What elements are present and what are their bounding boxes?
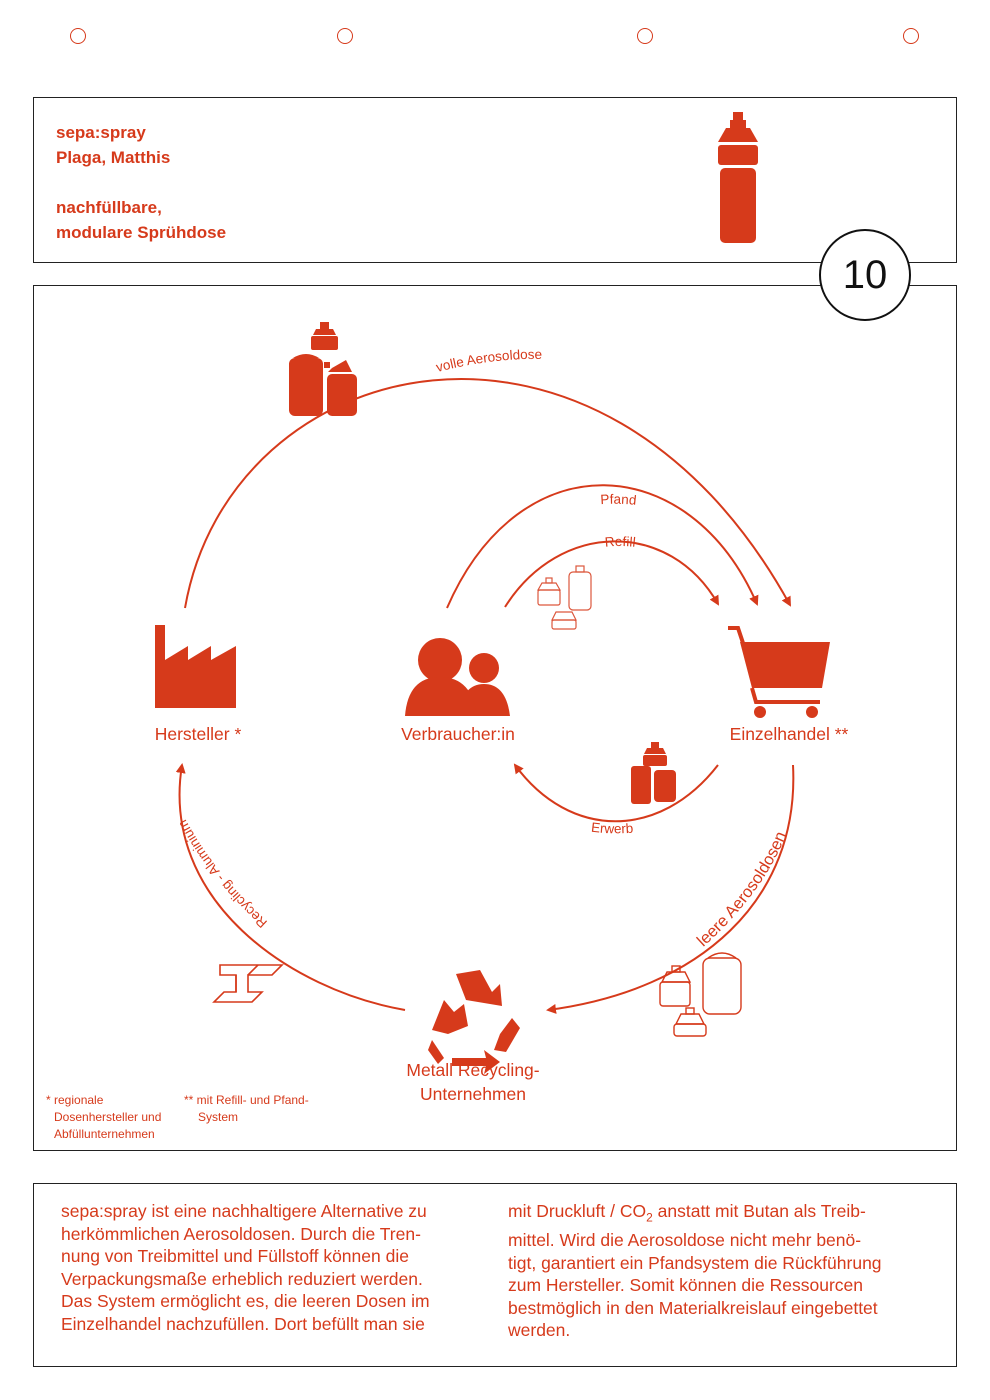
flow-arcs (175, 378, 795, 1014)
author-name: Plaga, Matthis (56, 148, 171, 167)
footnote-1-line-1: * regionale (46, 1093, 104, 1107)
footnote-1-line-2: Dosenhersteller und (54, 1110, 162, 1124)
project-title: sepa:spray (56, 123, 146, 142)
label-recycling-aluminium: Recycling - Aluminium (175, 817, 270, 930)
text-line: tigt, garantiert ein Pfandsystem die Rüc… (508, 1252, 882, 1273)
arc-purchase (513, 763, 719, 823)
label-full-cans: volle Aerosoldose (434, 347, 542, 375)
footnote-1-line-3: Abfüllunternehmen (54, 1127, 155, 1141)
text-line: werden. (508, 1320, 571, 1340)
label-purchase: Erwerb (590, 820, 633, 837)
project-number-badge: 10 (819, 229, 911, 321)
description-right-column: mit Druckluft / CO2 anstatt mit Butan al… (508, 1200, 948, 1342)
text-line: nung von Treibmittel und Füllstoff könne… (61, 1246, 409, 1266)
text-line: herkömmlichen Aerosoldosen. Durch die Tr… (61, 1223, 421, 1244)
text-line: sepa:spray ist eine nachhaltigere Altern… (61, 1201, 427, 1221)
text-fragment: mit Druckluft / CO (508, 1201, 647, 1221)
purchase-cans-icon (631, 742, 676, 804)
refill-cans-icon (536, 565, 592, 630)
binder-hole-4 (903, 28, 919, 44)
arc-full-cans (184, 378, 791, 609)
users-icon (405, 638, 510, 716)
description-panel (33, 1183, 957, 1367)
node-retail: Einzelhandel ** (730, 724, 849, 744)
text-line: mittel. Wird die Aerosoldose nicht mehr … (508, 1230, 862, 1250)
footnote-1: * regionale Dosenhersteller und Abfüllun… (46, 1092, 161, 1143)
spray-can-icon (718, 112, 758, 243)
text-line: mit Druckluft / CO2 anstatt mit Butan al… (508, 1200, 948, 1229)
node-recycling-line-2: Unternehmen (420, 1084, 526, 1104)
factory-icon (155, 625, 236, 708)
recycle-icon (428, 970, 520, 1074)
node-consumer: Verbraucher:in (401, 724, 515, 744)
arc-empty-cans (546, 764, 795, 1014)
subtitle-line-1: nachfüllbare, (56, 198, 162, 217)
text-fragment: anstatt mit Butan als Treib- (652, 1201, 866, 1221)
binder-hole-2 (337, 28, 353, 44)
node-manufacturer: Hersteller * (155, 724, 242, 744)
text-line: Das System ermöglicht es, die leeren Dos… (61, 1291, 430, 1311)
shopping-cart-icon (728, 626, 830, 718)
text-line: Verpackungsmaße erheblich reduziert werd… (61, 1268, 423, 1289)
arc-deposit (446, 484, 759, 609)
label-empty-cans: leere Aerosoldosen (694, 829, 790, 950)
text-line: zum Hersteller. Somit können die Ressour… (508, 1275, 864, 1295)
footnote-2-line-2: System (198, 1110, 239, 1124)
arc-refill (504, 540, 719, 608)
node-recycling-line-1: Metall Recycling- (406, 1060, 539, 1080)
arc-recycling-aluminium (175, 763, 406, 1011)
text-line: Einzelhandel nachzufüllen. Dort befüllt … (61, 1313, 425, 1334)
subtitle-line-2: modulare Sprühdose (56, 223, 227, 242)
binder-hole-1 (70, 28, 86, 44)
diagram-panel (33, 285, 957, 1151)
binder-hole-3 (637, 28, 653, 44)
full-cans-icon (289, 322, 357, 416)
description-left-column: sepa:spray ist eine nachhaltigere Altern… (61, 1200, 501, 1335)
steel-beam-icon (212, 964, 284, 1003)
footnote-2-line-1: ** mit Refill- und Pfand- (184, 1093, 309, 1107)
subscript-two: 2 (646, 1210, 653, 1225)
footnote-2: ** mit Refill- und Pfand- System (184, 1092, 309, 1126)
label-refill: Refill (604, 534, 636, 550)
header-panel: sepa:spray Plaga, Matthis nachfüllbare, … (33, 97, 957, 263)
text-line: bestmöglich in den Materialkreislauf ein… (508, 1297, 878, 1318)
empty-cans-icon (659, 952, 742, 1037)
label-deposit: Pfand (600, 492, 637, 508)
